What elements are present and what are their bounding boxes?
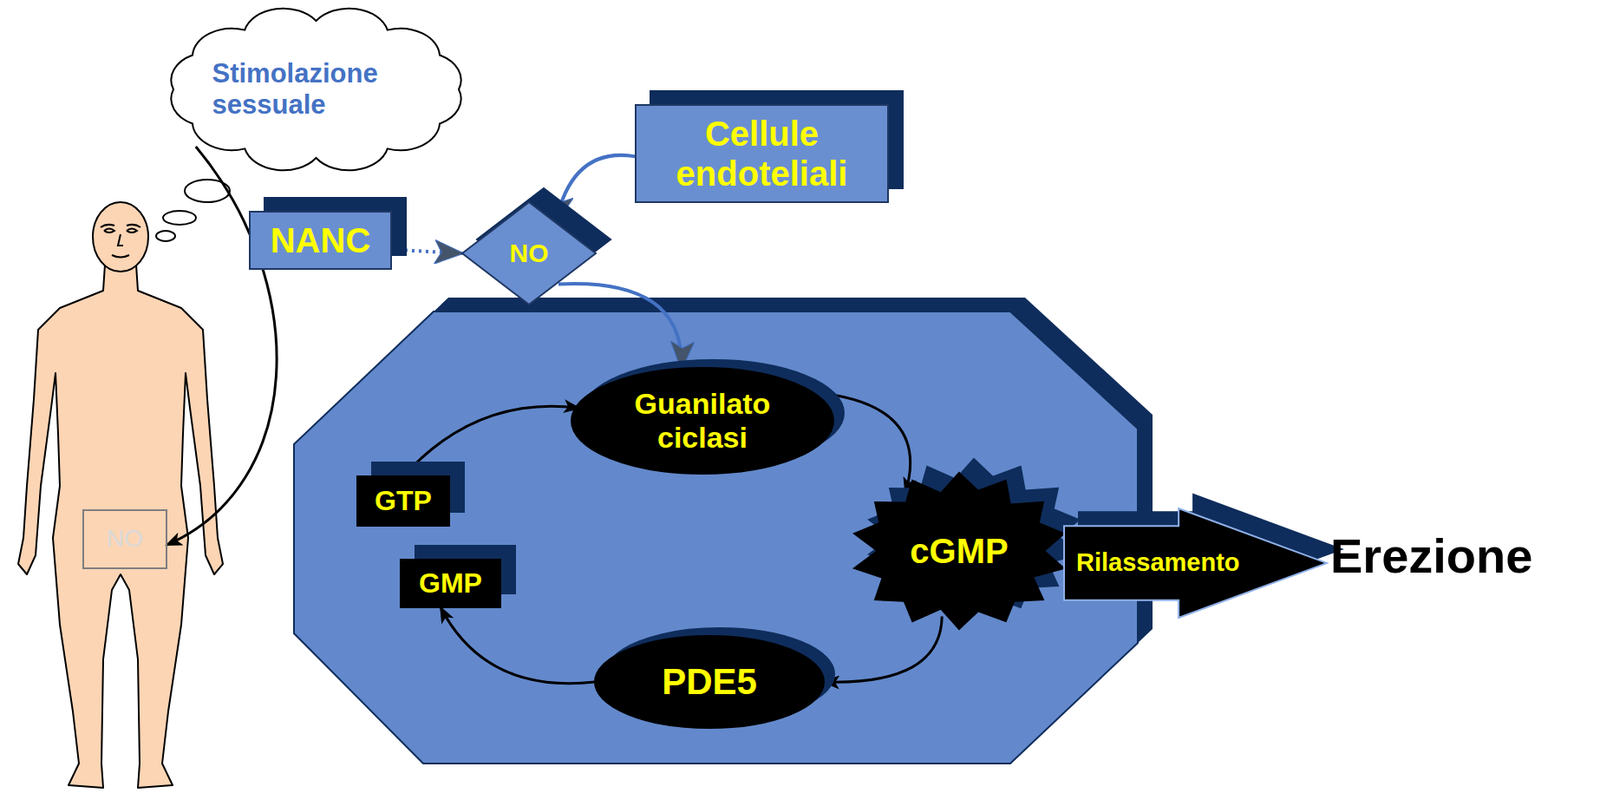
node-label: PDE5 bbox=[661, 660, 758, 703]
human-head bbox=[92, 202, 149, 272]
rect-outline bbox=[83, 509, 167, 569]
process-box: Cellule endoteliali bbox=[635, 104, 889, 203]
ellipse-outline bbox=[571, 367, 834, 474]
flow-arrow bbox=[166, 146, 277, 545]
node-label: NO bbox=[509, 238, 549, 269]
arrow-outline bbox=[1064, 508, 1327, 618]
flow-arrow bbox=[440, 607, 595, 684]
thought-bubble bbox=[163, 210, 196, 225]
rect-outline bbox=[357, 476, 450, 526]
ellipse-outline bbox=[594, 635, 824, 728]
node-label: Stimolazione sessuale bbox=[212, 58, 421, 120]
region-box: NO bbox=[83, 509, 167, 569]
rect-outline bbox=[635, 104, 889, 203]
molecule-box: GTP bbox=[357, 476, 450, 526]
molecule-box: GMP bbox=[400, 559, 501, 608]
node-label: Rilassamento bbox=[1076, 548, 1241, 577]
thought-cloud: Stimolazione sessuale bbox=[157, 5, 475, 174]
thought-bubble bbox=[156, 230, 176, 242]
outcome-label: Erezione bbox=[1330, 527, 1533, 584]
face bbox=[100, 224, 141, 258]
diamond-outline bbox=[462, 202, 596, 305]
cloud-outline bbox=[170, 8, 461, 171]
starburst: cGMP bbox=[851, 472, 1067, 629]
flow-arrow bbox=[823, 616, 942, 683]
star-outline bbox=[854, 472, 1065, 629]
flow-arrow bbox=[558, 283, 682, 369]
node-label: cGMP bbox=[909, 530, 1008, 571]
decision-diamond: NO bbox=[462, 202, 596, 305]
node-label: GMP bbox=[418, 567, 483, 600]
enzyme-ellipse: PDE5 bbox=[594, 635, 824, 728]
node-label: Cellule endoteliali bbox=[649, 113, 876, 194]
process-box: NANC bbox=[249, 211, 392, 269]
enzyme-ellipse: Guanilato ciclasi bbox=[571, 367, 834, 474]
block-arrow: Rilassamento bbox=[1064, 508, 1327, 618]
rect-outline bbox=[400, 559, 501, 608]
rect-outline bbox=[249, 211, 392, 269]
human-body bbox=[18, 264, 223, 788]
node-label: NANC bbox=[270, 220, 372, 261]
node-label: NO bbox=[106, 524, 144, 553]
node-label: GTP bbox=[374, 484, 432, 517]
smooth-muscle-cell bbox=[293, 311, 1138, 764]
node-label: Guanilato ciclasi bbox=[605, 386, 801, 455]
